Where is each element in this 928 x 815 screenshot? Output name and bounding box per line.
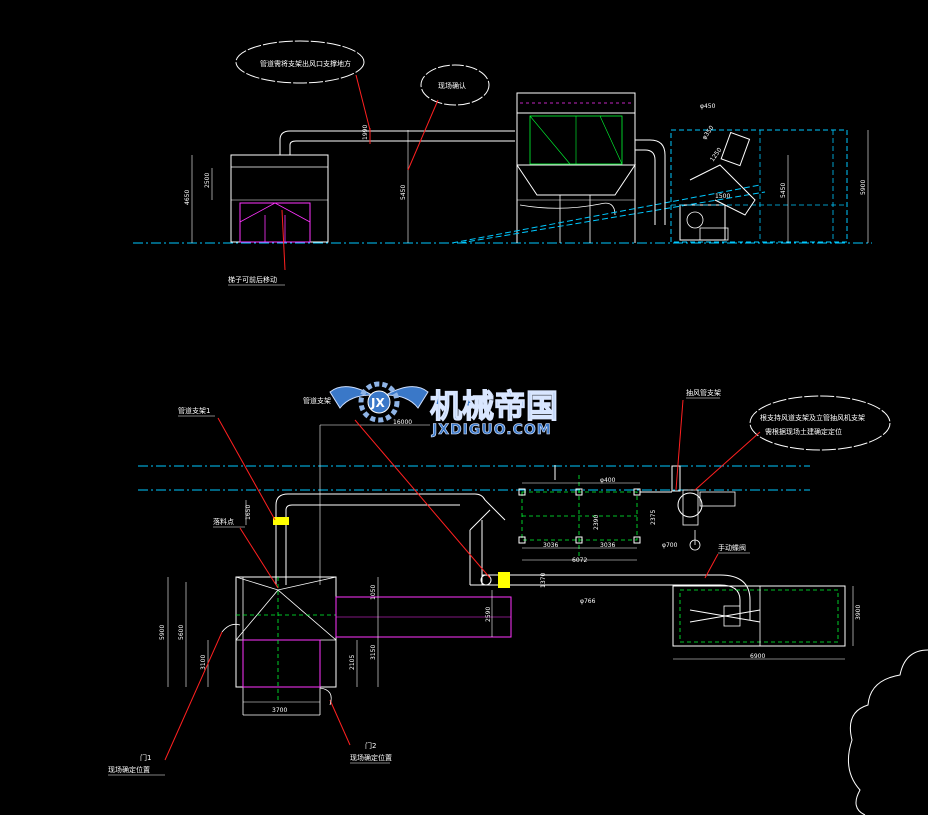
fan-plan (677, 492, 703, 518)
right-room-plan (672, 585, 846, 647)
dim-elev-c: 1500 (715, 193, 730, 200)
right-room (670, 129, 848, 243)
dim-plan-dia700: φ700 (662, 542, 678, 549)
dim-elev-room: 5450 (780, 183, 787, 198)
support-marker-2 (498, 572, 510, 588)
dim-plan-3100: 3100 (200, 655, 207, 670)
gear-wings-logo: JX (329, 381, 429, 423)
dim-elev-total: 5900 (860, 180, 867, 195)
note-door-1: 门1 (140, 753, 151, 762)
dim-elev-dia1: φ450 (700, 103, 716, 110)
elevation-view: 4650 2500 5450 φ450 φ350 1250 1990 1500 … (133, 40, 872, 286)
dim-plan-3150: 3150 (370, 645, 377, 660)
dim-plan-2390: 2390 (593, 515, 600, 530)
note-pipe-support: 管道支架 (303, 396, 331, 405)
dim-plan-2105: 2105 (349, 655, 356, 670)
watermark-title: 机械帝国 (430, 387, 558, 425)
corner-cloud (847, 649, 928, 815)
left-building (230, 154, 329, 243)
dim-elev-dia2: φ350 (701, 124, 716, 141)
dim-elev-a: 1250 (709, 146, 724, 163)
dim-plan-1650: 1650 (245, 505, 252, 520)
dim-plan-5600: 5600 (178, 625, 185, 640)
ladder-frame (239, 202, 311, 243)
dim-elev-duct: 5450 (400, 185, 407, 200)
note-cloud-3 (749, 395, 891, 451)
dim-plan-1050: 1050 (370, 585, 377, 600)
plan-view: 1650 16000 φ400 2390 2375 3036 3036 6072… (108, 388, 891, 776)
note-cloud-2 (420, 64, 490, 106)
watermark-url: JXDIGUO.COM (431, 422, 552, 438)
note-support-detail-2: 需根据现场土建确定定位 (765, 427, 842, 436)
note-door-2: 门2 (365, 741, 376, 750)
note-ladder: 梯子可前后移动 (228, 275, 277, 284)
dim-plan-3036a: 3036 (543, 542, 558, 549)
svg-text:JX: JX (370, 396, 385, 410)
note-exhaust-support: 抽风管支架 (686, 388, 721, 397)
note-drop-point: 落料点 (213, 517, 234, 526)
note-site-confirm: 现场确认 (438, 81, 466, 90)
support-marker-1 (273, 517, 289, 525)
dim-plan-5900: 5900 (159, 625, 166, 640)
dim-plan-16000: 16000 (393, 419, 412, 426)
dim-plan-6900: 6900 (750, 653, 765, 660)
dim-plan-3900: 3900 (855, 605, 862, 620)
dim-plan-dia766: φ766 (580, 598, 596, 605)
dim-plan-2375: 2375 (650, 510, 657, 525)
note-cloud-1 (235, 40, 365, 84)
hopper-room (235, 576, 337, 688)
dim-plan-2590: 2590 (485, 607, 492, 622)
dim-elev-b: 1990 (362, 125, 369, 140)
dim-plan-3036b: 3036 (600, 542, 615, 549)
note-manual-valve: 手动蝶阀 (718, 543, 746, 552)
dim-elev-building: 2500 (204, 173, 211, 188)
note-door-2-pos: 现场确定位置 (350, 753, 392, 762)
watermark: JX 机械帝国 JXDIGUO.COM (329, 381, 559, 438)
dim-plan-1370: 1370 (540, 573, 547, 588)
note-pipe-support-1: 管道支架1 (178, 406, 210, 415)
note-duct-support: 管道需将支架出风口支撑地方 (260, 59, 351, 68)
note-door-1-pos: 现场确定位置 (108, 765, 150, 774)
dim-plan-3700: 3700 (272, 707, 287, 714)
note-support-detail-1: 根支持风道支架及立管抽风机支架 (760, 413, 865, 422)
dim-elev-height: 4650 (184, 190, 191, 205)
dim-plan-dia400: φ400 (600, 477, 616, 484)
dim-plan-6072: 6072 (572, 557, 587, 564)
